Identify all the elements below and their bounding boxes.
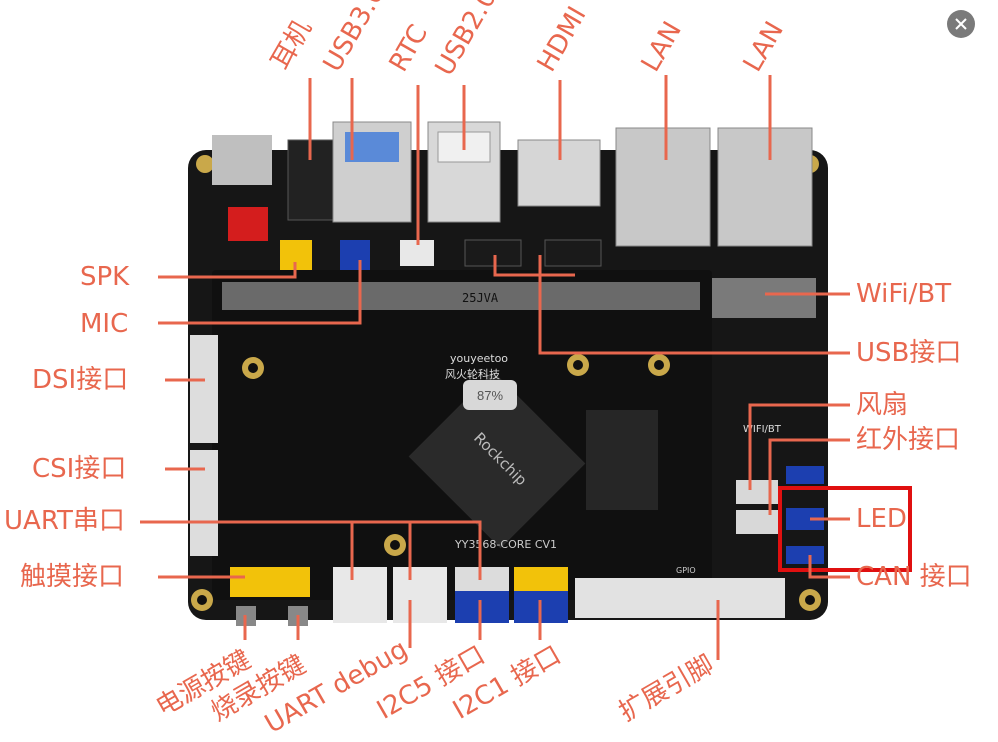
label-dsi: DSI接口 <box>32 365 129 395</box>
label-usb: USB接口 <box>856 338 962 368</box>
label-fan: 风扇 <box>856 390 909 420</box>
core-module-slot <box>222 282 700 310</box>
label-csi: CSI接口 <box>32 454 127 484</box>
label-spk: SPK <box>80 262 130 292</box>
ir-connector <box>736 510 778 534</box>
led-header-2 <box>786 508 824 530</box>
reset-block <box>212 135 272 185</box>
exit-fullscreen-icon[interactable] <box>947 10 975 38</box>
led-highlight-box <box>778 486 912 572</box>
gpio-silkscreen: GPIO <box>676 566 696 575</box>
usb-header-1 <box>464 239 522 267</box>
uart-header-1 <box>333 567 387 623</box>
label-uart: UART串口 <box>4 506 125 536</box>
wifi-m2-slot <box>712 278 816 318</box>
wifi-bt-silkscreen: WIFI/BT <box>743 424 782 435</box>
led-header-1 <box>786 466 824 484</box>
led-header-3 <box>786 546 824 564</box>
fan-connector <box>736 480 778 504</box>
label-mic: MIC <box>80 309 129 339</box>
label-touch: 触摸接口 <box>20 562 125 592</box>
zoom-indicator: 87% <box>463 380 517 410</box>
csi-connector <box>190 450 218 556</box>
module-label: 25JVA <box>462 291 499 305</box>
core-label: YY3568-CORE CV1 <box>454 538 557 551</box>
lan-port-2 <box>717 127 813 247</box>
lan-port-1 <box>615 127 711 247</box>
usb-header-2 <box>544 239 602 267</box>
power-connector <box>228 207 268 241</box>
mic-header <box>340 240 370 270</box>
label-wifi-bt: WiFi/BT <box>856 279 952 309</box>
soc-chip <box>408 371 586 549</box>
label-ir: 红外接口 <box>856 425 961 455</box>
uart-header-2 <box>393 567 447 623</box>
dsi-connector <box>190 335 218 443</box>
label-led: LED <box>856 504 907 534</box>
gpio-header <box>575 578 785 618</box>
brand-name: 风火轮科技 <box>445 367 500 381</box>
brand-latin: youyeetoo <box>450 352 508 365</box>
touch-header <box>230 567 310 597</box>
leader-lines <box>140 75 850 660</box>
label-can: CAN 接口 <box>856 562 972 592</box>
ram-chip <box>586 410 658 510</box>
